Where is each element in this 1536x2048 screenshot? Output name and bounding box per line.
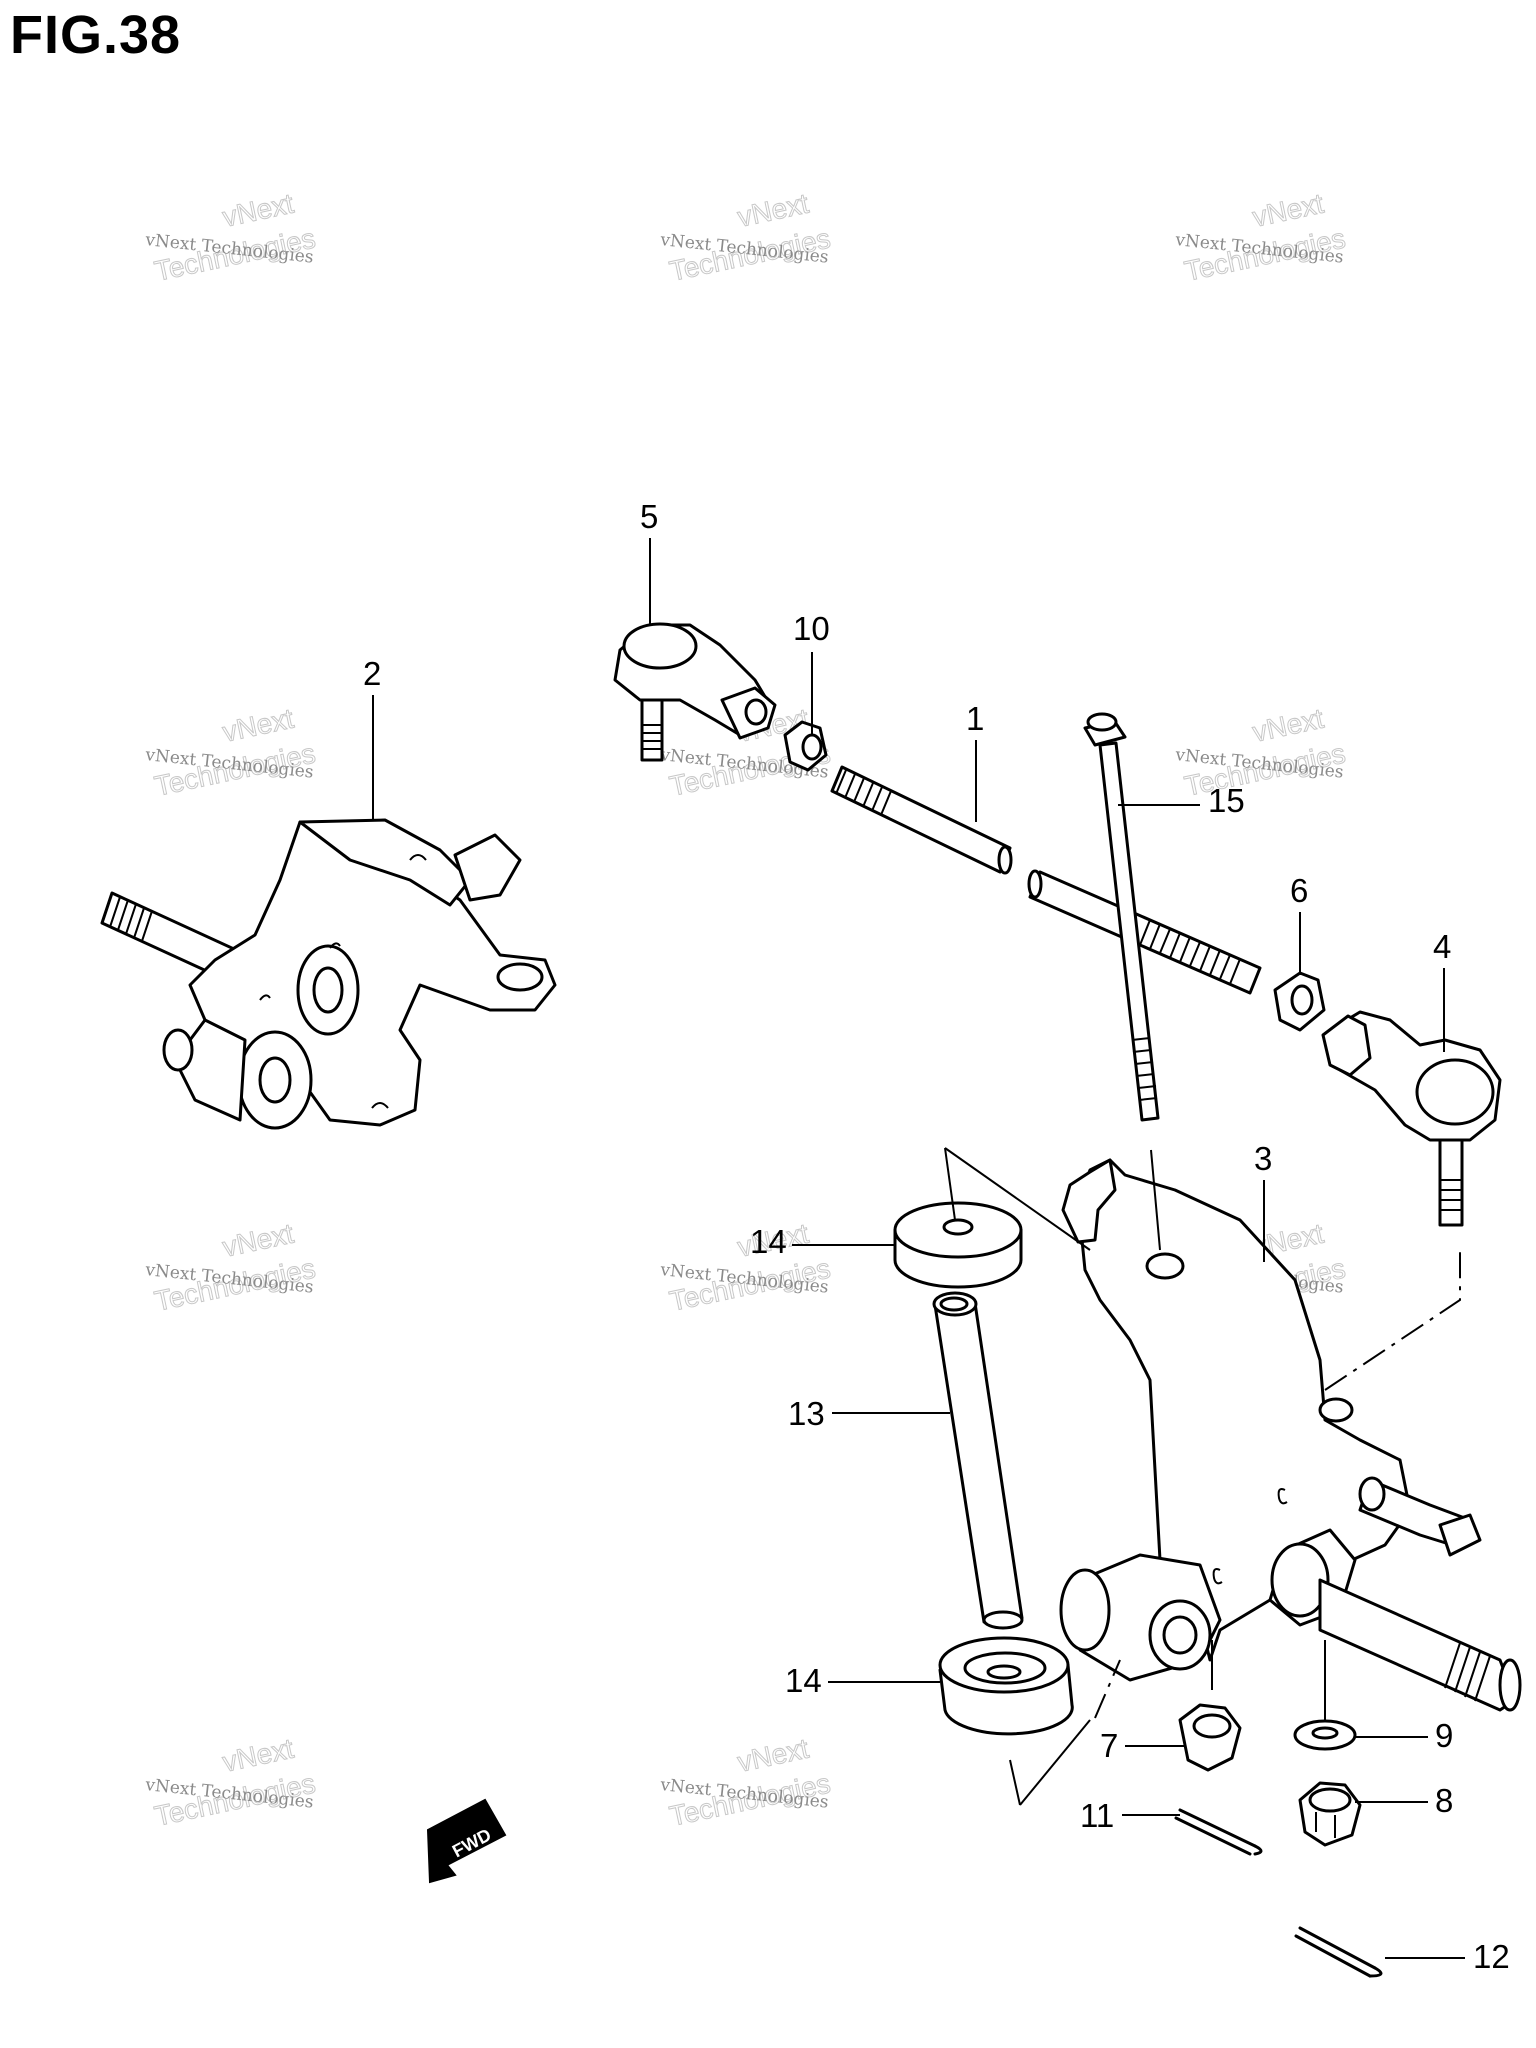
pipe [932, 1291, 1024, 1630]
bushing-lower [938, 1636, 1074, 1736]
watermark-large-line1: vNext [735, 188, 812, 233]
callout-1: 1 [966, 700, 984, 737]
steering-arm-left [100, 818, 557, 1130]
callout-13: 13 [788, 1395, 825, 1432]
callout-4: 4 [1433, 928, 1451, 965]
callout-7: 7 [1100, 1727, 1118, 1764]
cotter-pin-12 [1294, 1926, 1383, 1978]
callout-12: 12 [1473, 1938, 1510, 1975]
watermark-large-line1: vNext [220, 703, 297, 748]
callout-9: 9 [1435, 1717, 1453, 1754]
watermark-large-line1: vNext [1250, 703, 1327, 748]
nut-7 [1178, 1703, 1242, 1772]
callout-10: 10 [793, 610, 830, 647]
callout-3: 3 [1254, 1140, 1272, 1177]
watermark-large-line1: vNext [220, 1218, 297, 1263]
bushing-upper [893, 1201, 1023, 1289]
callout-14-upper: 14 [750, 1223, 787, 1260]
watermark-large-line1: vNext [1250, 188, 1327, 233]
watermark-large-line1: vNext [220, 1733, 297, 1778]
assembly-lines [944, 1147, 1461, 1806]
callout-14-lower: 14 [785, 1662, 822, 1699]
tie-rod-end-upper [613, 622, 777, 762]
figure-title: FIG.38 [10, 5, 182, 65]
watermark-large-line1: vNext [220, 188, 297, 233]
tie-rod-end-right [1321, 1010, 1502, 1227]
tie-rod [830, 765, 1262, 995]
washer-9 [1293, 1719, 1357, 1751]
nut-10 [783, 720, 828, 772]
nut-6 [1273, 971, 1326, 1032]
forward-direction-arrow: FWD [426, 1798, 507, 1884]
callout-2: 2 [363, 655, 381, 692]
watermark-large-line1: vNext [735, 1733, 812, 1778]
long-bolt [1083, 712, 1160, 1122]
callout-5: 5 [640, 498, 658, 535]
callout-15: 15 [1208, 782, 1245, 819]
steering-knuckle [1059, 1158, 1522, 1712]
callout-8: 8 [1435, 1782, 1453, 1819]
callout-6: 6 [1290, 872, 1308, 909]
nut-8 [1298, 1781, 1362, 1847]
callout-11: 11 [1080, 1797, 1114, 1834]
cotter-pin-11 [1174, 1808, 1263, 1856]
callouts: 5 10 1 2 15 6 4 3 14 13 14 7 9 [363, 498, 1510, 1975]
